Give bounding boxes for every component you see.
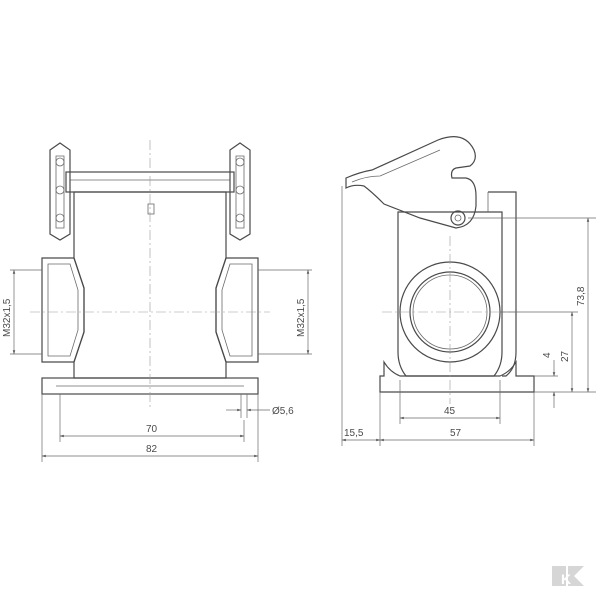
height-label: 73,8: [576, 286, 587, 306]
front-view-dimensions: M32x1,5 M32x1,5 Ø5,6 70 82: [2, 269, 312, 462]
thread-right-label: M32x1,5: [296, 298, 307, 337]
overhang-label: 15,5: [344, 428, 364, 439]
side-view-dimensions: 73,8 27 4 45 57 15,5: [341, 186, 596, 446]
brand-logo-mark: K: [561, 571, 571, 587]
brand-logo: K: [548, 562, 588, 588]
side-view: [345, 136, 535, 404]
outer-width-label: 82: [146, 444, 158, 455]
center-height-label: 27: [560, 350, 571, 362]
base-outer-label: 57: [450, 428, 462, 439]
front-view: [30, 140, 270, 410]
inner-width-label: 70: [146, 424, 158, 435]
thread-left-label: M32x1,5: [2, 298, 13, 337]
base-inner-label: 45: [444, 406, 456, 417]
base-height-label: 4: [542, 352, 553, 358]
hole-diameter-label: Ø5,6: [272, 406, 294, 417]
